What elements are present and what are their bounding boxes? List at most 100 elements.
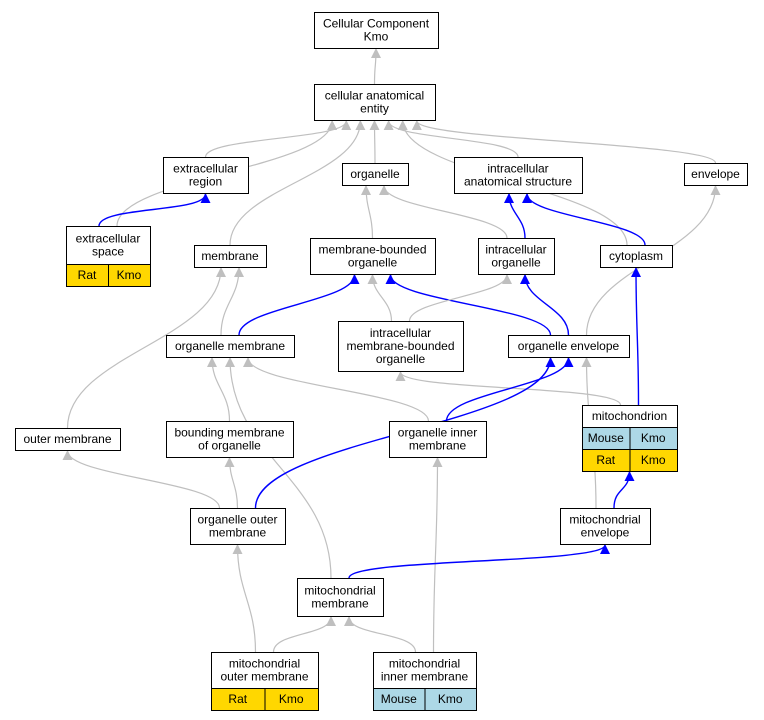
node-label: extracellular: [173, 162, 238, 176]
node-box: [508, 335, 630, 358]
node-label: mitochondrial: [304, 584, 375, 598]
edge-cytoplasm-to-intracellular-anatomical-structure: [522, 193, 646, 246]
node-label: intracellular: [370, 326, 431, 340]
node-box: [389, 421, 487, 458]
node-label: of organelle: [198, 439, 261, 453]
edge-cae-to-root: [370, 48, 381, 85]
species-badge: Rat: [228, 692, 247, 706]
node-box: [342, 163, 409, 186]
node-box: [310, 238, 436, 275]
edge-organelle-envelope-to-membrane-bounded-organelle: [385, 274, 552, 336]
edge-extracellular-region-to-cae: [204, 120, 352, 158]
edge-imbo-to-membrane-bounded-organelle: [367, 274, 393, 322]
node-label: bounding membrane: [174, 426, 284, 440]
edge-extracellular-space-to-extracellular-region: [98, 193, 211, 227]
node-label: cellular anatomical: [325, 89, 424, 103]
edge-imbo-to-intracellular-organelle: [408, 274, 512, 322]
node-box: [454, 157, 583, 194]
edge-organelle-to-cae: [369, 120, 380, 164]
edge-intracellular-anatomical-structure-to-cae: [383, 120, 519, 158]
node-label: envelope: [691, 167, 740, 181]
edge-organelle-inner-membrane-to-organelle-membrane: [243, 357, 430, 422]
edge-organelle-outer-membrane-to-bounding-membrane: [224, 457, 239, 509]
gene-badge: Kmo: [641, 431, 666, 445]
edge-membrane-to-cae: [229, 120, 366, 246]
node-label: membrane: [209, 526, 267, 540]
node-box: [194, 245, 267, 268]
node-box: [560, 508, 651, 545]
edge-mitochondrial-membrane-to-organelle-membrane: [225, 357, 332, 579]
node-label: organelle: [348, 256, 398, 270]
node-label: Cellular Component: [323, 17, 430, 31]
node-label: space: [92, 245, 124, 259]
node-label: envelope: [581, 526, 630, 540]
badge-cell: [108, 264, 151, 287]
node-organelle-membrane[interactable]: organelle membrane: [166, 335, 295, 358]
node-label: entity: [360, 102, 389, 116]
node-label: organelle envelope: [518, 339, 620, 353]
edge-outer-membrane-to-membrane: [66, 267, 226, 429]
edge-organelle-inner-membrane-to-organelle-envelope: [445, 357, 574, 422]
edge-mitochondrial-envelope-to-mitochondrion: [613, 471, 635, 509]
node-label: organelle: [350, 167, 400, 181]
node-label: intracellular: [485, 243, 546, 257]
edge-organelle-membrane-to-membrane-bounded-organelle: [238, 274, 360, 336]
node-organelle-envelope[interactable]: organelle envelope: [508, 335, 630, 358]
node-box: [15, 428, 121, 451]
node-cytoplasm[interactable]: cytoplasm: [600, 245, 673, 268]
gene-badge: Kmo: [438, 692, 463, 706]
node-outer-membrane[interactable]: outer membrane: [15, 428, 121, 451]
edge-envelope-to-cae: [411, 120, 717, 164]
gene-badge: Kmo: [641, 453, 666, 467]
node-label: outer membrane: [220, 670, 308, 684]
badge-cell: [264, 688, 319, 711]
node-label: outer membrane: [23, 432, 111, 446]
node-label: inner membrane: [381, 670, 469, 684]
node-box: [684, 163, 748, 186]
node-label: organelle inner: [398, 426, 477, 440]
species-badge: Rat: [78, 268, 97, 282]
badge-cell: [424, 688, 477, 711]
node-box: [338, 321, 464, 372]
node-box: [314, 12, 439, 49]
badge-cell: [629, 449, 678, 472]
edge-intracellular-organelle-to-organelle: [379, 185, 508, 239]
node-label: Kmo: [364, 30, 389, 44]
node-box: [314, 84, 436, 121]
edge-membrane-bounded-organelle-to-organelle: [361, 185, 374, 239]
edge-organelle-outer-membrane-to-outer-membrane: [62, 450, 221, 509]
edge-bounding-membrane-to-organelle-membrane: [207, 357, 231, 422]
node-label: anatomical structure: [464, 175, 572, 189]
node-label: mitochondrion: [592, 409, 667, 423]
node-label: membrane: [311, 597, 369, 611]
edge-mitochondrial-inner-membrane-to-organelle-inner-membrane: [432, 457, 443, 653]
node-membrane[interactable]: membrane: [194, 245, 267, 268]
edge-mitochondrial-outer-membrane-to-mitochondrial-membrane: [272, 616, 336, 653]
node-box: [600, 245, 673, 268]
node-label: membrane-bounded: [346, 339, 454, 353]
species-badge: Mouse: [381, 692, 417, 706]
node-box: [211, 652, 319, 689]
node-organelle[interactable]: organelle: [342, 163, 409, 186]
node-label: mitochondrial: [569, 513, 640, 527]
gene-badge: Kmo: [117, 268, 142, 282]
node-envelope[interactable]: envelope: [684, 163, 748, 186]
node-box: [166, 421, 294, 458]
